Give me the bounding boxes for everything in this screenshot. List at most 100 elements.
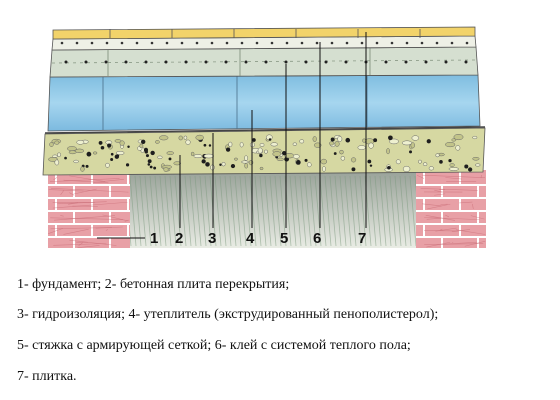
mesh-dot: [444, 60, 448, 64]
aggregate-stone: [203, 153, 214, 159]
aggregate-stone: [350, 157, 357, 163]
gap-hatch: [389, 175, 397, 247]
aggregate-dot: [127, 145, 130, 148]
aggregate-stone: [395, 159, 401, 165]
legend-line-1: 1- фундамент; 2- бетонная плита перекрыт…: [17, 277, 290, 292]
aggregate-stone: [57, 152, 61, 157]
floor-layers-diagram: 1 2 3 4 5 6 7: [42, 26, 486, 251]
aggregate-stone: [49, 142, 54, 148]
mesh-dot: [184, 60, 188, 64]
aggregate-stone: [190, 151, 195, 157]
aggregate-stone: [195, 134, 204, 141]
gap-hatch: [159, 175, 167, 247]
brick-texture: [422, 174, 485, 178]
aggregate-stone: [166, 151, 174, 156]
heating-dot: [465, 41, 469, 45]
gap-hatch: [154, 175, 162, 247]
aggregate-stone: [241, 160, 249, 164]
aggregate-stone: [159, 135, 169, 141]
aggregate-stone: [239, 141, 244, 148]
gap-hatch: [404, 175, 412, 247]
waterproofing-layer: [44, 126, 486, 134]
aggregate-dot: [345, 137, 351, 143]
brick-texture: [445, 177, 462, 180]
brick-texture: [439, 228, 443, 231]
mesh-dot: [324, 60, 328, 64]
heating-dot: [150, 41, 154, 45]
mesh-dot: [284, 60, 288, 64]
aggregate-stone: [472, 156, 480, 161]
aggregate-dot: [225, 147, 231, 152]
gap-hatch: [214, 175, 222, 247]
label-7: 7: [358, 230, 366, 247]
brick-texture: [48, 228, 63, 234]
brick-texture: [421, 203, 442, 207]
insulation-layer: [47, 74, 481, 132]
aggregate-stone: [259, 143, 265, 147]
aggregate-stone: [185, 139, 191, 145]
left-brick-wall-fill: [48, 170, 130, 248]
right-brick-wall: [416, 170, 486, 251]
aggregate-stone: [80, 166, 85, 172]
aggregate-stone: [422, 162, 428, 166]
brick-texture: [60, 190, 65, 196]
aggregate-dot: [147, 159, 152, 164]
aggregate-stone: [312, 136, 317, 143]
aggregate-dot: [304, 158, 308, 162]
aggregate-stone: [435, 153, 440, 158]
heating-dot: [285, 41, 289, 45]
mesh-dot: [244, 60, 248, 64]
aggregate-stone: [386, 148, 390, 155]
brick-texture: [50, 217, 124, 220]
heating-dot: [375, 41, 379, 45]
gap-hatch: [194, 175, 202, 247]
brick-texture: [54, 215, 115, 221]
aggregate-stone: [54, 159, 60, 166]
aggregate-stone: [157, 155, 163, 159]
label-3: 3: [208, 230, 216, 247]
aggregate-dot: [426, 139, 431, 144]
tile-layer: [52, 26, 476, 40]
mesh-dot: [464, 60, 468, 64]
heating-dot: [255, 41, 259, 45]
aggregate-stone: [228, 141, 233, 148]
aggregate-dot: [388, 135, 393, 141]
aggregate-dot: [141, 139, 146, 144]
aggregate-stone: [449, 163, 455, 167]
aggregate-dot: [98, 141, 103, 145]
aggregate-stone: [163, 167, 169, 173]
aggregate-dot: [369, 164, 373, 167]
aggregate-stone: [357, 145, 366, 150]
aggregate-stone: [221, 162, 226, 167]
gap-hatch: [204, 175, 212, 247]
aggregate-stone: [445, 141, 456, 148]
aggregate-stone: [451, 138, 457, 142]
gap-hatch: [259, 175, 267, 247]
heating-dot: [360, 41, 364, 45]
aggregate-stone: [428, 166, 434, 171]
aggregate-stone: [472, 135, 478, 140]
label-2: 2: [175, 230, 183, 247]
mesh-dot: [424, 60, 428, 64]
aggregate-dot: [150, 150, 155, 156]
mesh-dot: [384, 60, 388, 64]
brick-texture: [49, 178, 120, 182]
aggregate-dot: [203, 143, 207, 147]
brick-texture: [78, 242, 83, 246]
gap-hatch: [219, 175, 227, 247]
gap-hatch: [179, 175, 187, 247]
aggregate-stone: [54, 140, 60, 145]
mesh-dot: [404, 60, 408, 64]
aggregate-stone: [193, 154, 203, 159]
aggregate-dot: [168, 157, 172, 161]
mesh-dot: [264, 60, 268, 64]
aggregate-dot: [367, 159, 372, 164]
brick-texture: [102, 214, 128, 222]
aggregate-stone: [92, 151, 98, 155]
gap-hatch: [254, 175, 262, 247]
aggregate-dot: [448, 159, 452, 163]
aggregate-stone: [410, 142, 415, 149]
aggregate-stone: [292, 142, 298, 146]
gap-hatch: [354, 175, 362, 247]
gap-hatch: [239, 175, 247, 247]
